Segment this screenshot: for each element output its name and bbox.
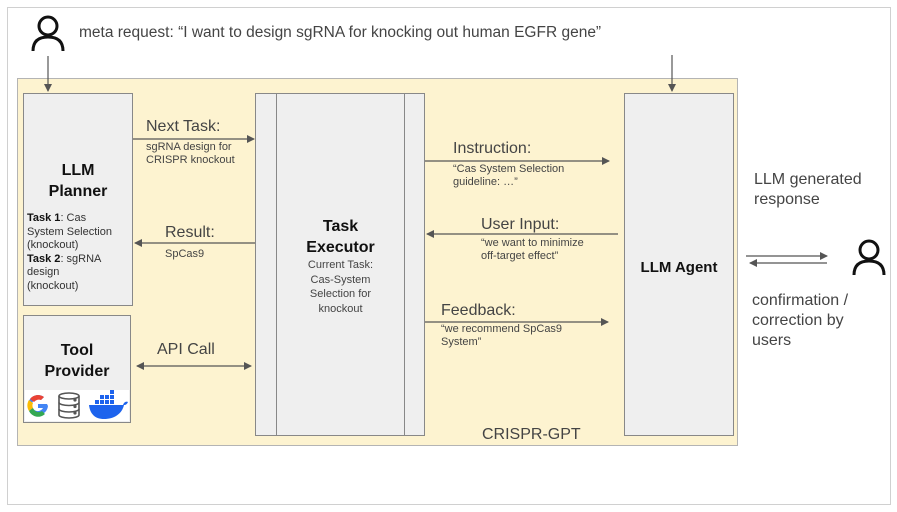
google-icon bbox=[27, 395, 48, 417]
api-call-label: API Call bbox=[157, 341, 215, 358]
task-executor-inner-box bbox=[276, 93, 405, 436]
tool-icons bbox=[25, 390, 129, 421]
result-label: Result: bbox=[165, 224, 215, 241]
crispr-gpt-label: CRISPR-GPT bbox=[482, 426, 581, 443]
user-input-detail: “we want to minimize off-target effect” bbox=[481, 237, 584, 262]
agent-title: LLM Agent bbox=[640, 259, 718, 276]
planner-task-list: Task 1: Cas System Selection (knockout) … bbox=[27, 212, 112, 292]
instruction-detail: “Cas System Selection guideline: …” bbox=[453, 163, 565, 188]
llm-generated-response: LLM generated response bbox=[754, 171, 862, 208]
user-input-label: User Input: bbox=[481, 216, 560, 233]
confirmation-text: confirmation / correction by users bbox=[752, 292, 849, 349]
instruction-label: Instruction: bbox=[453, 140, 532, 157]
database-icon bbox=[58, 392, 80, 419]
feedback-detail: “we recommend SpCas9 System” bbox=[441, 323, 563, 348]
feedback-label: Feedback: bbox=[441, 302, 516, 319]
llm-planner-box bbox=[23, 93, 133, 306]
result-value: SpCas9 bbox=[165, 248, 205, 260]
executor-current-task: Current Task: Cas-System Selection for k… bbox=[307, 259, 374, 315]
llm-agent-box bbox=[624, 93, 734, 436]
tool-provider-title: Tool Provider bbox=[44, 342, 110, 380]
next-task-label: Next Task: bbox=[146, 118, 221, 135]
top-user-icon bbox=[30, 14, 66, 52]
executor-title: Task Executor bbox=[306, 218, 375, 256]
meta-request: meta request: “I want to design sgRNA fo… bbox=[79, 24, 602, 41]
right-user-icon bbox=[851, 238, 887, 276]
planner-title: LLM Planner bbox=[48, 162, 108, 200]
next-task-detail: sgRNA design for CRISPR knockout bbox=[146, 141, 235, 166]
docker-icon bbox=[89, 390, 128, 419]
